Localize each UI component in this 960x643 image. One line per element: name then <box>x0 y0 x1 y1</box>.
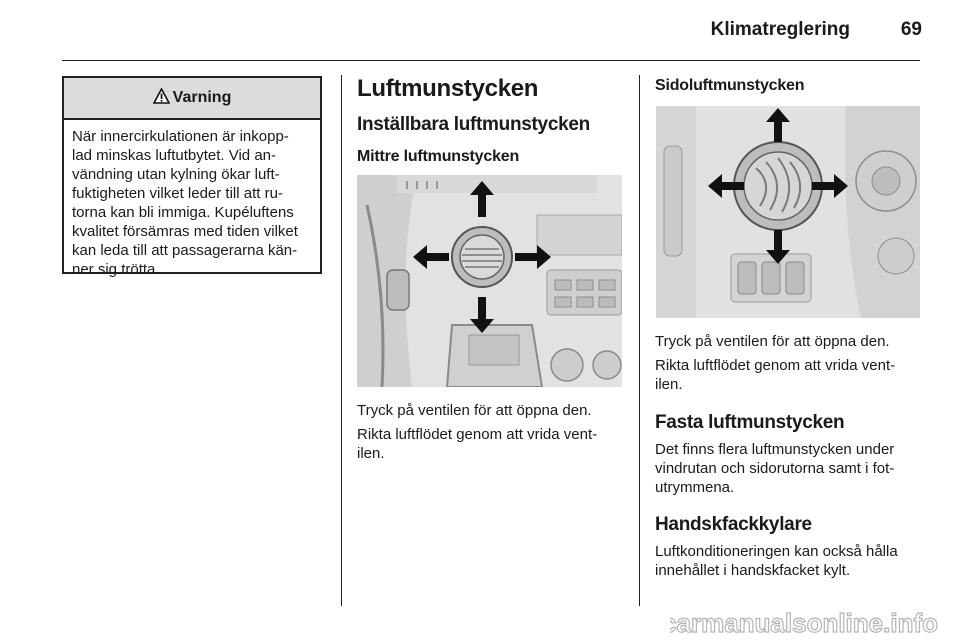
header-rule <box>62 60 920 61</box>
side-paragraph-2-line: ilen. <box>655 376 683 393</box>
warning-line: lad minskas luftutbytet. Vid an- <box>72 147 276 164</box>
warning-triangle-icon <box>152 86 170 109</box>
center-vent-illustration <box>357 175 622 387</box>
watermark: carmanualsonline.info <box>661 606 950 638</box>
fixed-vents-heading: Fasta luftmunstycken <box>655 412 845 433</box>
warning-box: Varning När innercirkulationen är inkopp… <box>62 76 322 278</box>
warning-line: När innercirkulationen är inkopp- <box>72 128 289 145</box>
warning-text: När innercirkulationen är inkopp- lad mi… <box>64 120 320 279</box>
fixed-vents-line: Det finns flera luftmunstycken under <box>655 441 895 458</box>
glovebox-cooler-line: Luftkonditioneringen kan också hålla <box>655 543 898 560</box>
warning-line: vändning utan kylning ökar luft- <box>72 166 280 183</box>
center-vents-heading: Mittre luftmunstycken <box>357 148 520 165</box>
warning-line: torna kan bli immiga. Kupéluftens <box>72 204 294 221</box>
warning-header: Varning <box>64 78 320 120</box>
column-divider-left <box>341 75 342 606</box>
side-paragraph-2-line: Rikta luftflödet genom att vrida vent- <box>655 357 896 374</box>
warning-line: kvalitet försämras med tiden vilket <box>72 223 298 240</box>
center-paragraph-2-line: Rikta luftflödet genom att vrida vent- <box>357 426 598 443</box>
side-paragraph-1: Tryck på ventilen för att öppna den. <box>655 333 890 350</box>
header-title: Klimatreglering <box>710 19 850 40</box>
page-number: 69 <box>900 19 922 40</box>
warning-line: fuktigheten vilket leder till att ru- <box>72 185 283 202</box>
fixed-vents-line: vindrutan och sidorutorna samt i fot- <box>655 460 895 477</box>
warning-title: Varning <box>172 89 232 106</box>
warning-line: kan leda till att passagerarna kän- <box>72 242 298 259</box>
glovebox-cooler-line: innehållet i handskfacket kylt. <box>655 562 851 579</box>
warning-line: ner sig trötta. <box>72 261 160 278</box>
fixed-vents-line: utrymmena. <box>655 479 735 496</box>
column-divider-right <box>639 75 640 606</box>
glovebox-cooler-heading: Handskfackkylare <box>655 514 812 535</box>
side-vents-heading: Sidoluftmunstycken <box>655 77 805 94</box>
side-vent-illustration <box>656 106 920 318</box>
watermark-text: carmanualsonline.info <box>670 608 938 638</box>
section-heading: Luftmunstycken <box>357 75 539 102</box>
center-paragraph-2-line: ilen. <box>357 445 385 462</box>
center-paragraph-1: Tryck på ventilen för att öppna den. <box>357 402 592 419</box>
subsection-heading: Inställbara luftmunstycken <box>357 114 590 135</box>
